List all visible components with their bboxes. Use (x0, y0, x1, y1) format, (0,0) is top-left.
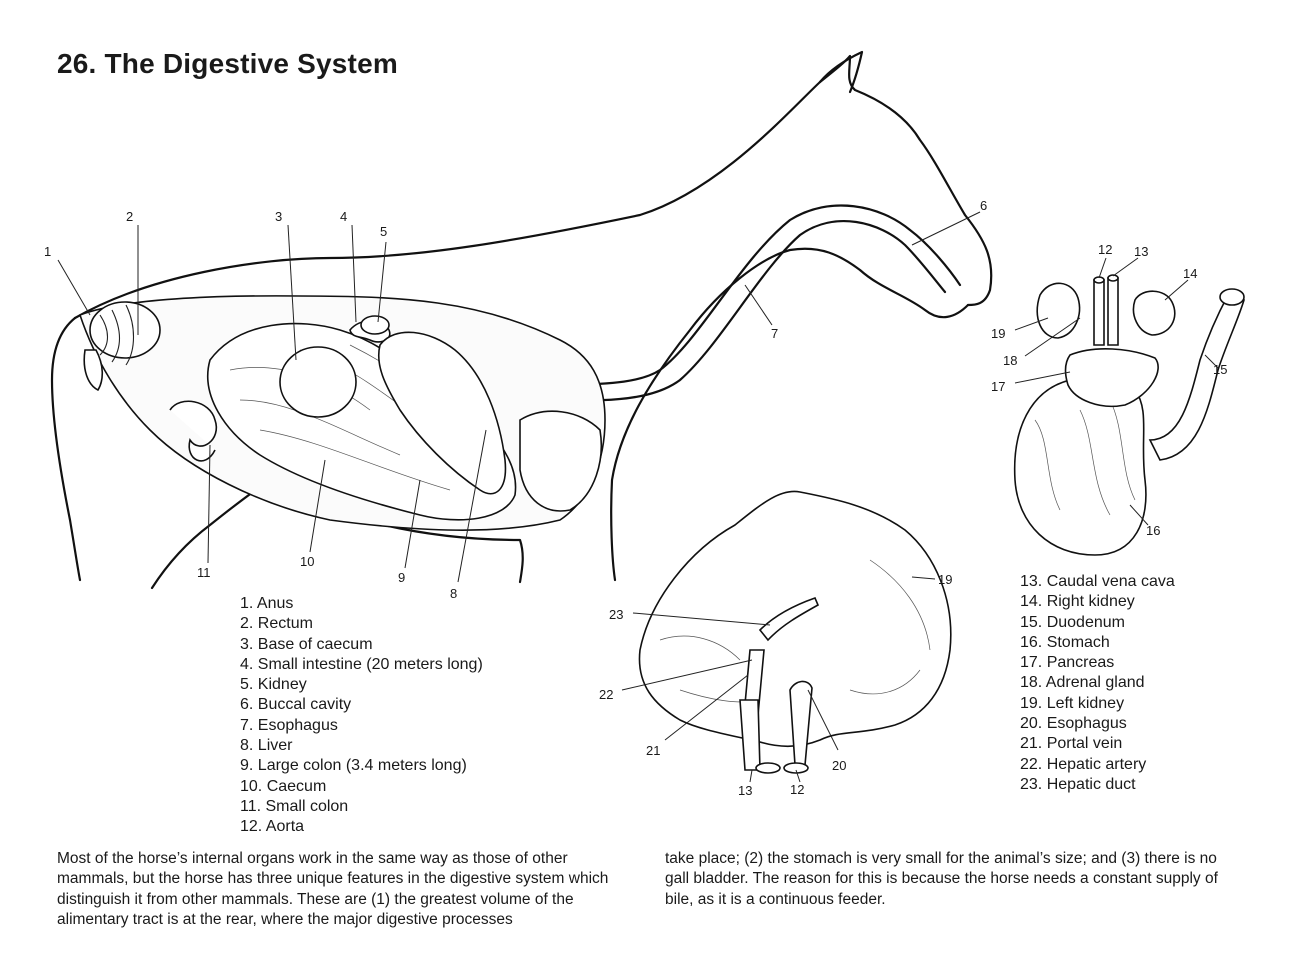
label-15: 15 (1213, 362, 1227, 377)
pancreas-shape (1064, 348, 1159, 408)
label-5: 5 (380, 224, 387, 239)
kidney-shape (360, 315, 390, 335)
legend-item: 15. Duodenum (1020, 613, 1125, 631)
label-21: 21 (646, 743, 660, 758)
legend-item: 4. Small intestine (20 meters long) (240, 655, 483, 673)
label-11: 11 (197, 565, 211, 580)
description-paragraph-right: take place; (2) the stomach is very smal… (665, 850, 1218, 908)
caecum-base-shape (279, 346, 357, 418)
legend-item: 12. Aorta (240, 818, 305, 836)
label-13: 13 (1134, 244, 1148, 259)
label-20: 20 (832, 758, 846, 773)
anus-shape (83, 349, 104, 392)
legend-item: 22. Hepatic artery (1020, 755, 1147, 773)
legend-item: 1. Anus (240, 595, 294, 612)
label-18: 18 (1003, 353, 1017, 368)
horse-outline (50, 50, 993, 590)
abdominal-organs (78, 295, 606, 531)
label-14: 14 (1183, 266, 1197, 281)
legend-item: 17. Pancreas (1020, 654, 1115, 672)
label-2: 2 (126, 209, 133, 224)
label-23: 23 (609, 607, 623, 622)
legend-item: 23. Hepatic duct (1020, 775, 1136, 793)
label-19: 19 (991, 326, 1005, 341)
legend-item: 3. Base of caecum (240, 635, 373, 653)
left-kidney-shape (1036, 282, 1081, 339)
legend-item: 13. Caudal vena cava (1020, 573, 1175, 590)
label-12: 12 (1098, 242, 1112, 257)
label-9: 9 (398, 570, 405, 585)
label-7: 7 (771, 326, 778, 341)
liver-diagram (638, 490, 952, 774)
label-8: 8 (450, 586, 457, 601)
legend-item: 9. Large colon (3.4 meters long) (240, 757, 467, 775)
label-10: 10 (300, 554, 314, 569)
label-17: 17 (991, 379, 1005, 394)
legend-item: 2. Rectum (240, 615, 313, 633)
small-colon-shape (169, 400, 218, 462)
right-kidney-shape (1132, 290, 1176, 336)
legend-item: 6. Buccal cavity (240, 696, 352, 714)
label-1: 1 (44, 244, 51, 259)
stomach-kidney-diagram (1013, 274, 1245, 556)
legend-item: 7. Esophagus (240, 716, 338, 734)
legend-item: 19. Left kidney (1020, 694, 1125, 712)
label-13-liver: 13 (738, 783, 752, 798)
legend-item: 20. Esophagus (1020, 715, 1127, 733)
liver-shape (377, 331, 507, 495)
label-12-liver: 12 (790, 782, 804, 797)
legend-item: 16. Stomach (1020, 633, 1110, 651)
legend-item: 21. Portal vein (1020, 735, 1123, 753)
label-19-liver: 19 (938, 572, 952, 587)
legend-item: 11. Small colon (240, 797, 349, 815)
legend-item: 14. Right kidney (1020, 593, 1135, 611)
rectum-shape (89, 301, 161, 359)
legend-item: 5. Kidney (240, 676, 307, 694)
legend-right: 13. Caudal vena cava 14. Right kidney 15… (1020, 572, 1175, 795)
legend-item: 18. Adrenal gland (1020, 674, 1145, 692)
label-16: 16 (1146, 523, 1160, 538)
legend-left: 1. Anus 2. Rectum 3. Base of caecum 4. S… (240, 594, 483, 838)
liver-number-labels: 19 20 21 22 23 13 12 (599, 572, 952, 798)
page-title: 26. The Digestive System (57, 48, 398, 79)
legend-item: 10. Caecum (240, 777, 327, 795)
leader-lines (57, 211, 1219, 783)
description-paragraph-left: Most of the horse’s internal organs work… (57, 850, 609, 928)
esophagus-tube (468, 204, 962, 402)
kidney-number-labels: 12 13 14 15 16 17 18 19 (991, 242, 1227, 538)
label-22: 22 (599, 687, 613, 702)
horse-number-labels: 1 2 3 4 5 6 7 8 9 10 11 (44, 198, 987, 601)
label-6: 6 (980, 198, 987, 213)
label-3: 3 (275, 209, 282, 224)
label-4: 4 (340, 209, 347, 224)
legend-item: 8. Liver (240, 737, 293, 755)
